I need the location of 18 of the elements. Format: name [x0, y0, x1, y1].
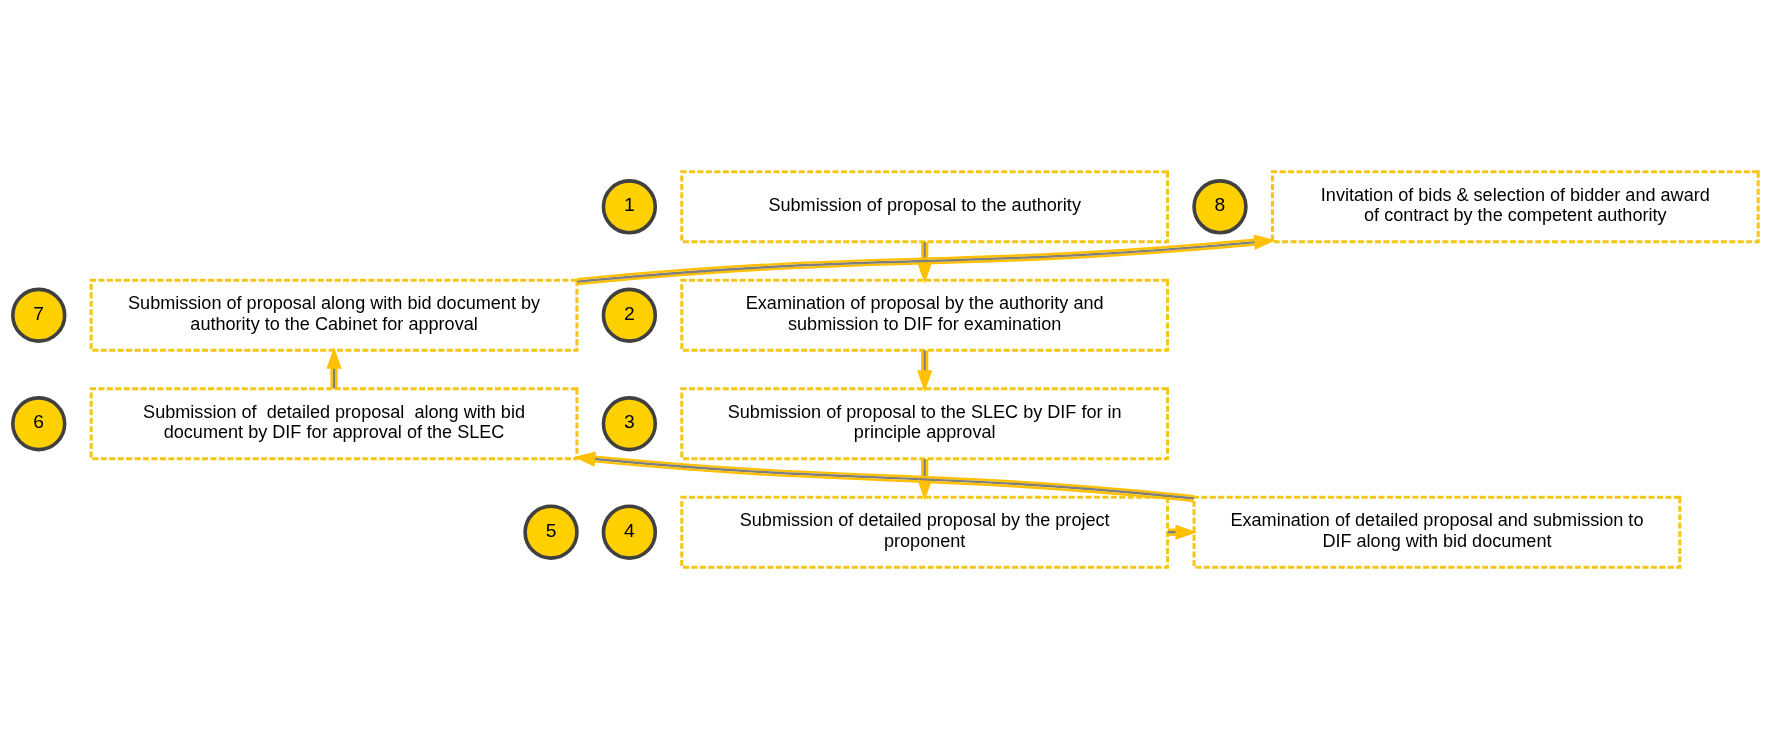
node-box: Examination of detailed proposal and submission to DIF along with bid document [1192, 495, 1682, 569]
node-circle: 7 [11, 287, 67, 343]
node-box: Submission of proposal to the SLEC by DIF for in principle approval [680, 386, 1170, 460]
node-box: Submission of proposal to the authority [680, 169, 1170, 243]
node-box: Invitation of bids & selection of bidder and award of contract by the competent authority [1270, 169, 1760, 243]
node-circle: 3 [601, 395, 658, 451]
node-circle: 1 [601, 178, 658, 234]
node-box: Submission of proposal along with bid document by authority to the Cabinet for approval [89, 278, 579, 352]
node-box: Submission of detailed proposal along with bid document by DIF for approval of the SLEC [89, 386, 579, 460]
node-circle: 2 [601, 287, 658, 343]
node-box: Submission of detailed proposal by the project proponent [680, 495, 1170, 569]
node-circle: 5 [523, 504, 579, 560]
arrow [326, 346, 342, 388]
node-circle: 4 [601, 504, 658, 560]
node-circle: 8 [1192, 178, 1248, 234]
node-circle: 6 [11, 395, 67, 451]
node-box: Examination of proposal by the authority and submission to DIF for examination [680, 278, 1170, 352]
arrow [917, 350, 933, 392]
